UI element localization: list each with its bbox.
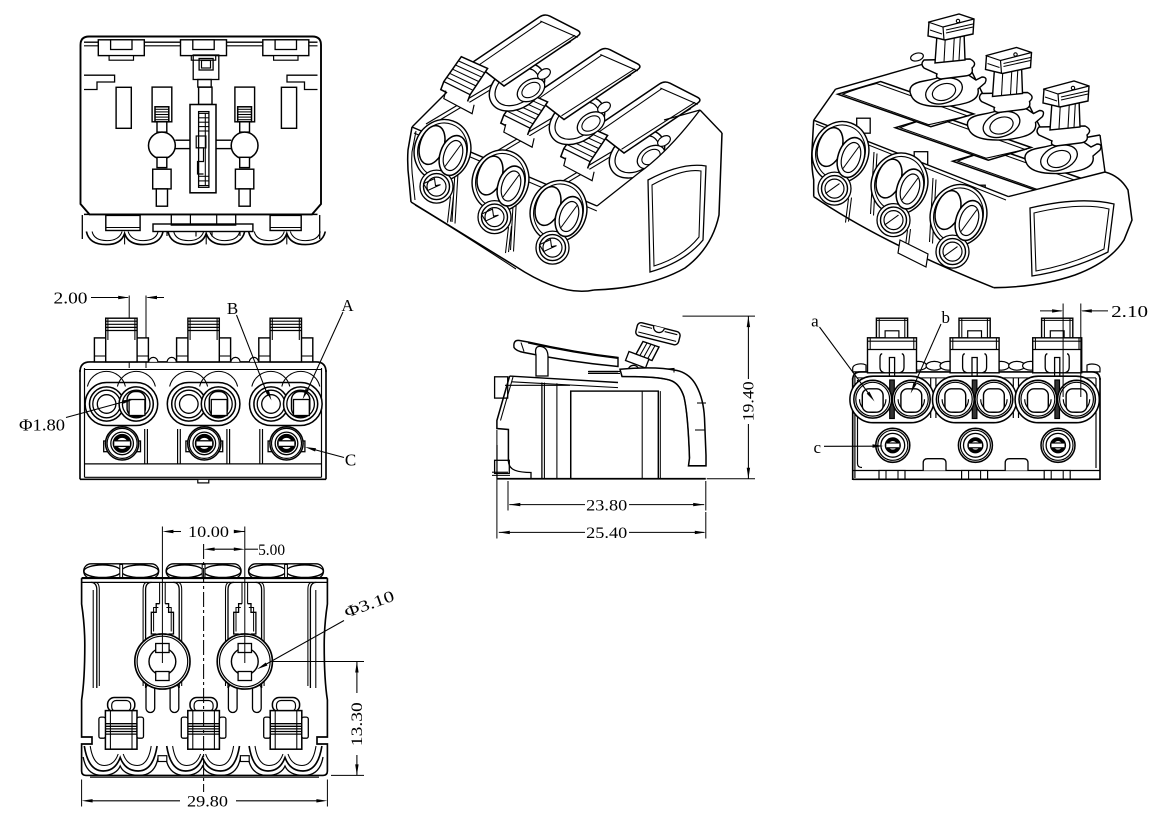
svg-text:a: a bbox=[811, 312, 819, 331]
svg-text:13.30: 13.30 bbox=[349, 702, 366, 746]
svg-text:2.10: 2.10 bbox=[1111, 302, 1148, 321]
svg-text:Φ1.80: Φ1.80 bbox=[19, 416, 65, 435]
svg-text:23.80: 23.80 bbox=[586, 497, 627, 514]
svg-text:2.00: 2.00 bbox=[54, 289, 88, 308]
svg-text:A: A bbox=[341, 296, 354, 315]
svg-text:5.00: 5.00 bbox=[258, 542, 285, 559]
svg-text:c: c bbox=[814, 438, 822, 457]
svg-text:29.80: 29.80 bbox=[187, 794, 228, 811]
svg-text:19.40: 19.40 bbox=[741, 381, 758, 421]
svg-text:10.00: 10.00 bbox=[188, 524, 229, 541]
svg-text:b: b bbox=[942, 308, 951, 327]
svg-text:B: B bbox=[227, 299, 238, 318]
svg-text:25.40: 25.40 bbox=[586, 525, 627, 542]
svg-text:C: C bbox=[345, 451, 356, 470]
